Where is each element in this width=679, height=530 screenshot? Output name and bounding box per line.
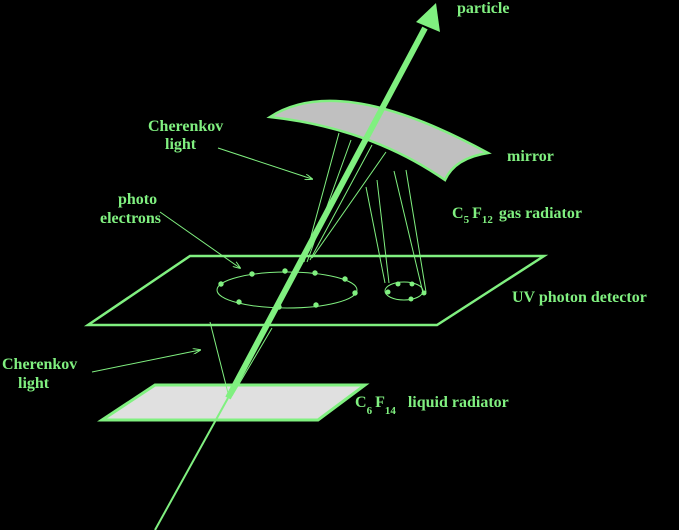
- cherenkov-lower-label-line1: Cherenkov: [2, 356, 77, 373]
- liquid-radiator-slab: [97, 383, 370, 422]
- photo-electrons-label-line1: photo: [118, 191, 157, 208]
- particle-label: particle: [457, 0, 509, 17]
- cherenkov-ring-small: [384, 281, 427, 302]
- cherenkov-upper-label-line2: light: [165, 136, 197, 153]
- cherenkov-lower-label-line2: light: [18, 375, 50, 392]
- uv-photon-detector-plane: [83, 254, 549, 327]
- cherenkov-ring-large: [216, 268, 358, 310]
- particle-track-lower: [154, 397, 229, 530]
- lower-cherenkov-rays: [209, 321, 273, 398]
- mirror-label: mirror: [507, 148, 554, 165]
- cherenkov-rays-ring1: [303, 132, 387, 263]
- photo-electrons-label-line2: electrons: [100, 210, 161, 227]
- cherenkov-rays-ring2: [365, 169, 427, 294]
- cherenkov-lower-pointer: [91, 350, 200, 373]
- particle-track-upper: [225, 26, 428, 400]
- detector-label: UV photon detector: [512, 289, 647, 306]
- cherenkov-upper-pointer: [217, 147, 312, 179]
- cherenkov-upper-label-line1: Cherenkov: [148, 118, 223, 135]
- particle-arrowhead-icon: [416, 3, 440, 32]
- mirror-shape: [266, 99, 492, 182]
- photo-electrons-pointer: [159, 211, 240, 268]
